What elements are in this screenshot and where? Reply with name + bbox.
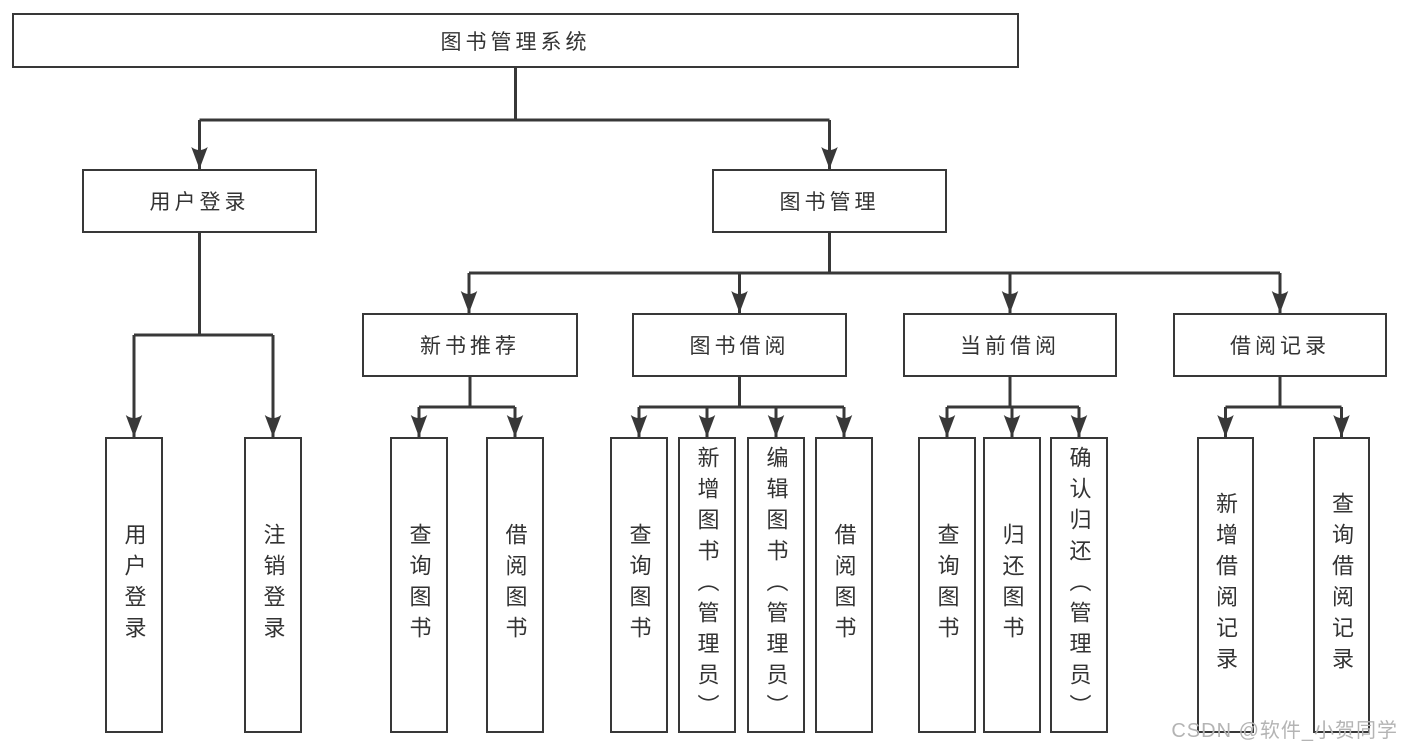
leaf-logout-label: 注销登录 <box>260 523 286 647</box>
leaf-query-books-current: 查询图书 <box>918 437 976 733</box>
leaf-edit-book-admin: 编辑图书（管理员） <box>747 437 805 733</box>
node-user-login: 用户登录 <box>82 169 317 233</box>
node-root-library-system: 图书管理系统 <box>12 13 1019 68</box>
leaf-logout: 注销登录 <box>244 437 302 733</box>
leaf-query-books-recommend: 查询图书 <box>390 437 448 733</box>
leaf-add-borrow-record-label: 新增借阅记录 <box>1213 492 1239 678</box>
node-book-management: 图书管理 <box>712 169 947 233</box>
leaf-borrow-books-label: 借阅图书 <box>831 523 857 647</box>
leaf-borrow-books: 借阅图书 <box>815 437 873 733</box>
leaf-query-borrow-record: 查询借阅记录 <box>1313 437 1370 733</box>
node-book-borrow: 图书借阅 <box>632 313 847 377</box>
leaf-add-book-admin-label: 新增图书（管理员） <box>694 445 720 725</box>
node-borrow-records: 借阅记录 <box>1173 313 1387 377</box>
leaf-confirm-return-admin: 确认归还（管理员） <box>1050 437 1108 733</box>
leaf-query-books-borrow: 查询图书 <box>610 437 668 733</box>
leaf-borrow-books-recommend-label: 借阅图书 <box>502 523 528 647</box>
leaf-add-book-admin: 新增图书（管理员） <box>678 437 736 733</box>
leaf-add-borrow-record: 新增借阅记录 <box>1197 437 1254 733</box>
leaf-query-books-recommend-label: 查询图书 <box>406 523 432 647</box>
node-new-book-recommend: 新书推荐 <box>362 313 578 377</box>
leaf-borrow-books-recommend: 借阅图书 <box>486 437 544 733</box>
leaf-edit-book-admin-label: 编辑图书（管理员） <box>763 445 789 725</box>
csdn-watermark: CSDN @软件_小贺同学 <box>1171 720 1398 742</box>
leaf-query-books-borrow-label: 查询图书 <box>626 523 652 647</box>
leaf-confirm-return-admin-label: 确认归还（管理员） <box>1066 445 1092 725</box>
node-current-borrow: 当前借阅 <box>903 313 1117 377</box>
leaf-user-login-label: 用户登录 <box>121 523 147 647</box>
leaf-query-books-current-label: 查询图书 <box>934 523 960 647</box>
leaf-return-book-label: 归还图书 <box>999 523 1025 647</box>
leaf-user-login: 用户登录 <box>105 437 163 733</box>
leaf-return-book: 归还图书 <box>983 437 1041 733</box>
leaf-query-borrow-record-label: 查询借阅记录 <box>1329 492 1355 678</box>
